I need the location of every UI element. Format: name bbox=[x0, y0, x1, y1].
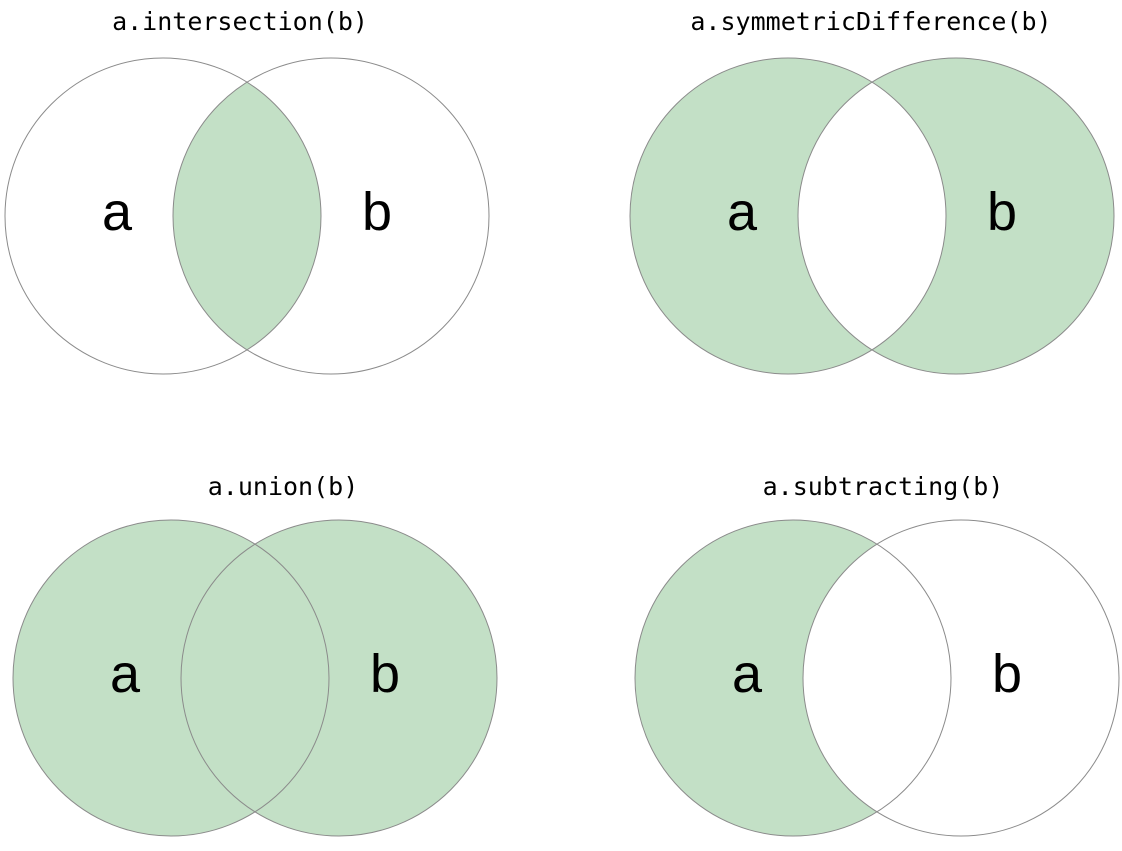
panel-title: a.symmetricDifference(b) bbox=[690, 7, 1052, 36]
set-b-label: b bbox=[362, 182, 392, 242]
panel-title: a.subtracting(b) bbox=[762, 472, 1004, 501]
set-b-label: b bbox=[992, 644, 1022, 704]
circle-b-outline bbox=[180, 519, 498, 837]
venn-diagram-union: a b bbox=[12, 519, 498, 837]
set-a-label: a bbox=[110, 644, 141, 704]
circle-a-outline bbox=[4, 57, 322, 375]
circle-a-outline bbox=[634, 519, 952, 837]
panel-symmetric-difference: a.symmetricDifference(b) a b bbox=[561, 0, 1122, 425]
set-b-label: b bbox=[987, 182, 1017, 242]
circle-b-outline bbox=[802, 519, 1120, 837]
set-a-label: a bbox=[732, 644, 763, 704]
set-a-label: a bbox=[102, 182, 133, 242]
panel-title: a.union(b) bbox=[207, 472, 359, 501]
circle-a-outline bbox=[12, 519, 330, 837]
set-b-label: b bbox=[370, 644, 400, 704]
venn-diagram-subtracting: a b bbox=[634, 519, 1120, 837]
venn-diagram-intersection: a b bbox=[4, 57, 490, 375]
overlap-region bbox=[181, 520, 329, 836]
circle-b-outline bbox=[172, 57, 490, 375]
overlap-region bbox=[173, 58, 321, 374]
overlap-region bbox=[803, 520, 951, 836]
panel-intersection: a.intersection(b) a b bbox=[0, 0, 561, 425]
circle-a-outline bbox=[629, 57, 947, 375]
panel-title: a.intersection(b) bbox=[112, 7, 368, 36]
overlap-region bbox=[798, 58, 946, 374]
circle-b-outline bbox=[797, 57, 1115, 375]
venn-diagram-symmetric-difference: a b bbox=[629, 57, 1115, 375]
set-a-label: a bbox=[727, 182, 758, 242]
panel-subtracting: a.subtracting(b) a b bbox=[561, 426, 1122, 851]
panel-union: a.union(b) a b bbox=[0, 426, 561, 851]
